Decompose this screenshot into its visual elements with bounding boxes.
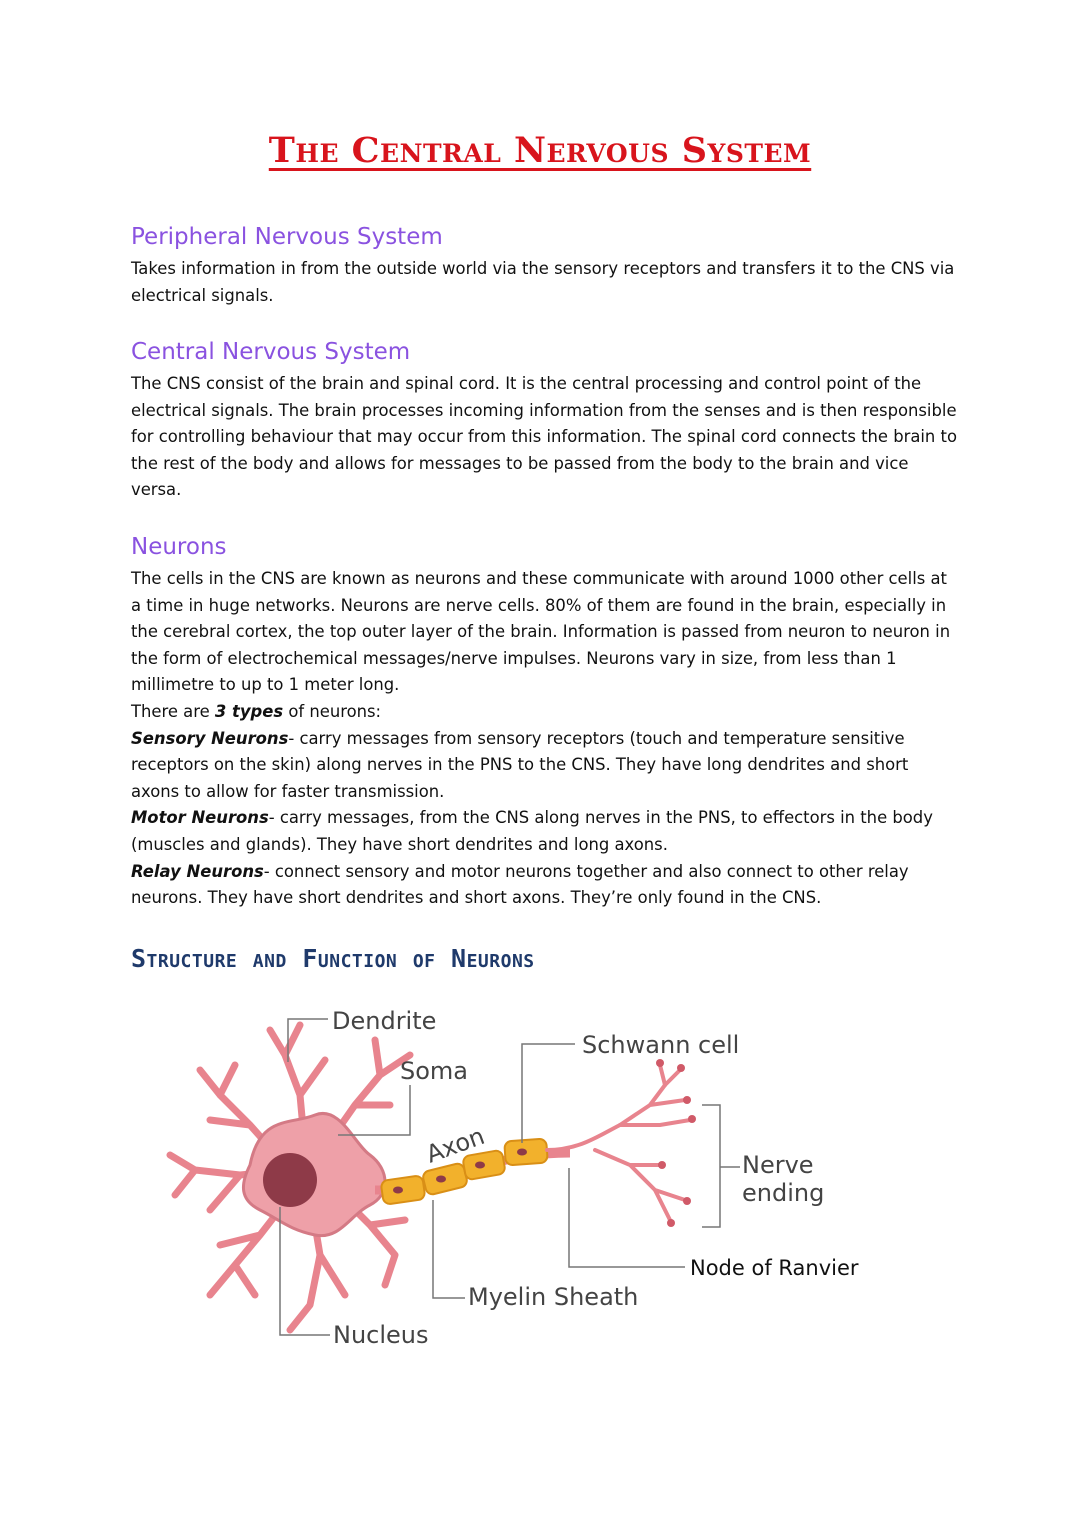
pns-text: Takes information in from the outside wo… [131, 259, 955, 305]
label-nucleus: Nucleus [333, 1321, 429, 1349]
label-nerve-ending-1: Nerve [742, 1151, 814, 1179]
label-soma: Soma [400, 1057, 468, 1085]
heading-cns: Central Nervous System [131, 339, 411, 365]
page-title: The Central Nervous System [268, 130, 812, 171]
nucleus-shape [263, 1153, 317, 1207]
heading-structure: Structure and Function of Neurons [131, 944, 535, 973]
label-nerve-ending-2: ending [742, 1179, 824, 1207]
motor-text: - carry messages, from the CNS along ner… [131, 808, 933, 854]
sensory-neurons-item: Sensory Neurons- carry messages from sen… [131, 726, 961, 806]
relay-term: Relay Neurons [131, 861, 264, 881]
motor-term: Motor Neurons [131, 808, 269, 828]
heading-neurons: Neurons [131, 534, 227, 560]
label-myelin-sheath: Myelin Sheath [468, 1283, 638, 1311]
neuron-diagram: Dendrite Soma Axon Schwann cell Nerve en… [166, 1007, 859, 1349]
types-pre: There are [131, 701, 215, 721]
label-node-of-ranvier: Node of Ranvier [690, 1256, 859, 1280]
neurons-intro: The cells in the CNS are known as neuron… [131, 569, 951, 695]
relay-text: - connect sensory and motor neurons toge… [131, 861, 909, 908]
neuron-illustration [166, 1021, 696, 1334]
paragraph-cns: The CNS consist of the brain and spinal … [131, 371, 961, 504]
paragraph-pns: Takes information in from the outside wo… [131, 256, 961, 309]
types-emphasis: 3 types [214, 701, 284, 721]
sensory-term: Sensory Neurons [131, 728, 289, 748]
terminal-buttons [656, 1059, 696, 1227]
label-dendrite: Dendrite [332, 1007, 436, 1035]
heading-pns: Peripheral Nervous System [131, 224, 443, 250]
relay-neurons-item: Relay Neurons- connect sensory and motor… [131, 859, 961, 912]
neuron-types-line: There are 3 types of neurons: [131, 699, 961, 726]
schwann-nuclei [393, 1148, 527, 1194]
paragraph-neurons: The cells in the CNS are known as neuron… [131, 566, 961, 912]
nerve-ending-icon [545, 1063, 692, 1222]
label-schwann-cell: Schwann cell [582, 1031, 739, 1059]
leader-lines [279, 1018, 740, 1336]
motor-neurons-item: Motor Neurons- carry messages, from the … [131, 805, 961, 858]
sensory-text: - carry messages from sensory receptors … [131, 728, 909, 801]
types-post: of neurons: [283, 701, 382, 721]
cns-text: The CNS consist of the brain and spinal … [131, 374, 957, 500]
